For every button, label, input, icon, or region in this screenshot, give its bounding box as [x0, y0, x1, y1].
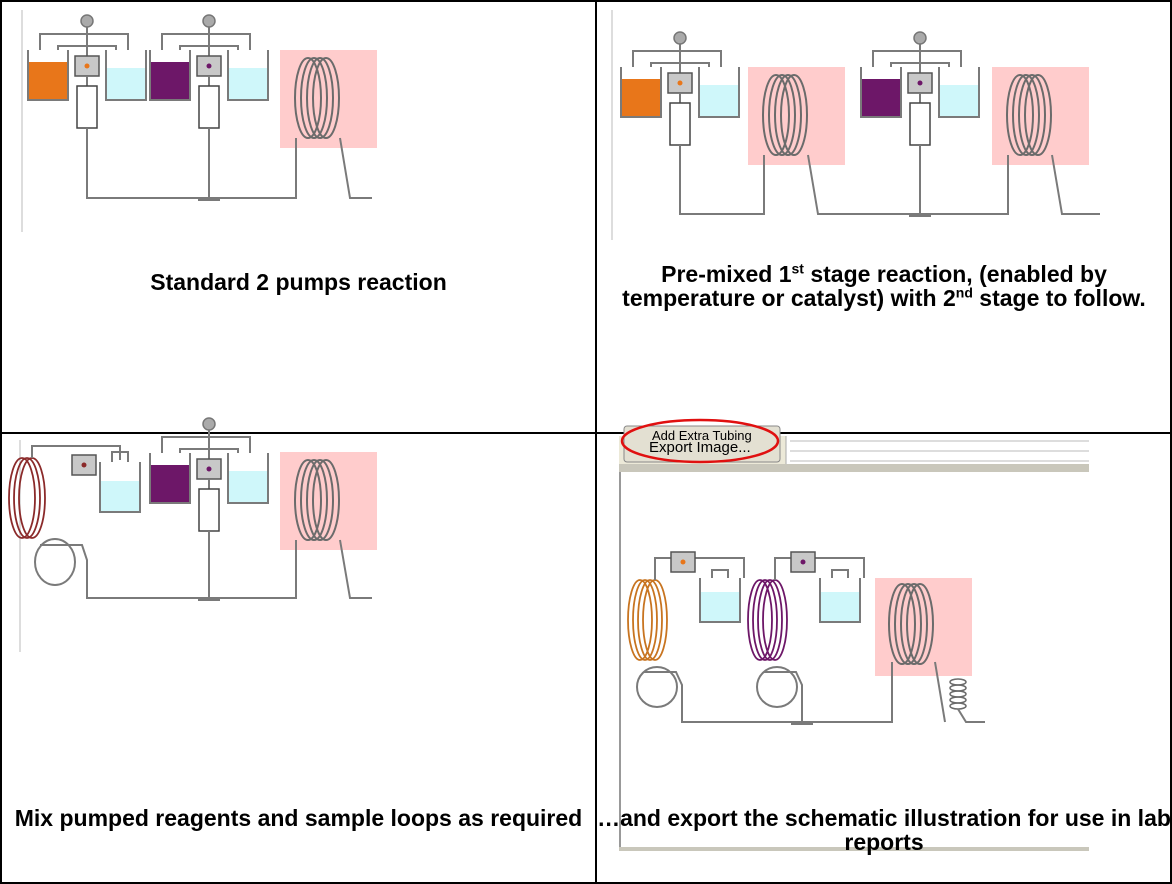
- diagram-standard-two-pumps: [21, 10, 377, 232]
- diagram-sample-loops: [8, 417, 377, 652]
- software-screenshot: Export Image... Add Extra Tubing: [619, 418, 1089, 851]
- highlight-circle: [620, 418, 780, 464]
- caption-sample-loops: Mix pumped reagents and sample loops as …: [14, 806, 583, 831]
- sample-loop-coil-icon: [8, 457, 46, 539]
- diagram-two-stage-reaction: [611, 10, 1100, 240]
- purple-loop-coil-icon: [747, 579, 788, 661]
- caption-two-stage-reaction: Pre-mixed 1st stage reaction, (enabled b…: [622, 262, 1146, 311]
- caption-standard-two-pumps: Standard 2 pumps reaction: [150, 270, 447, 295]
- caption-export: …and export the schematic illustration f…: [597, 806, 1171, 855]
- export-image-label: Export Image...: [649, 439, 751, 456]
- diagram-exported: [627, 551, 985, 725]
- add-extra-tubing-label: Add Extra Tubing: [652, 428, 752, 443]
- orange-loop-coil-icon: [627, 579, 668, 661]
- spring-icon: [949, 678, 967, 710]
